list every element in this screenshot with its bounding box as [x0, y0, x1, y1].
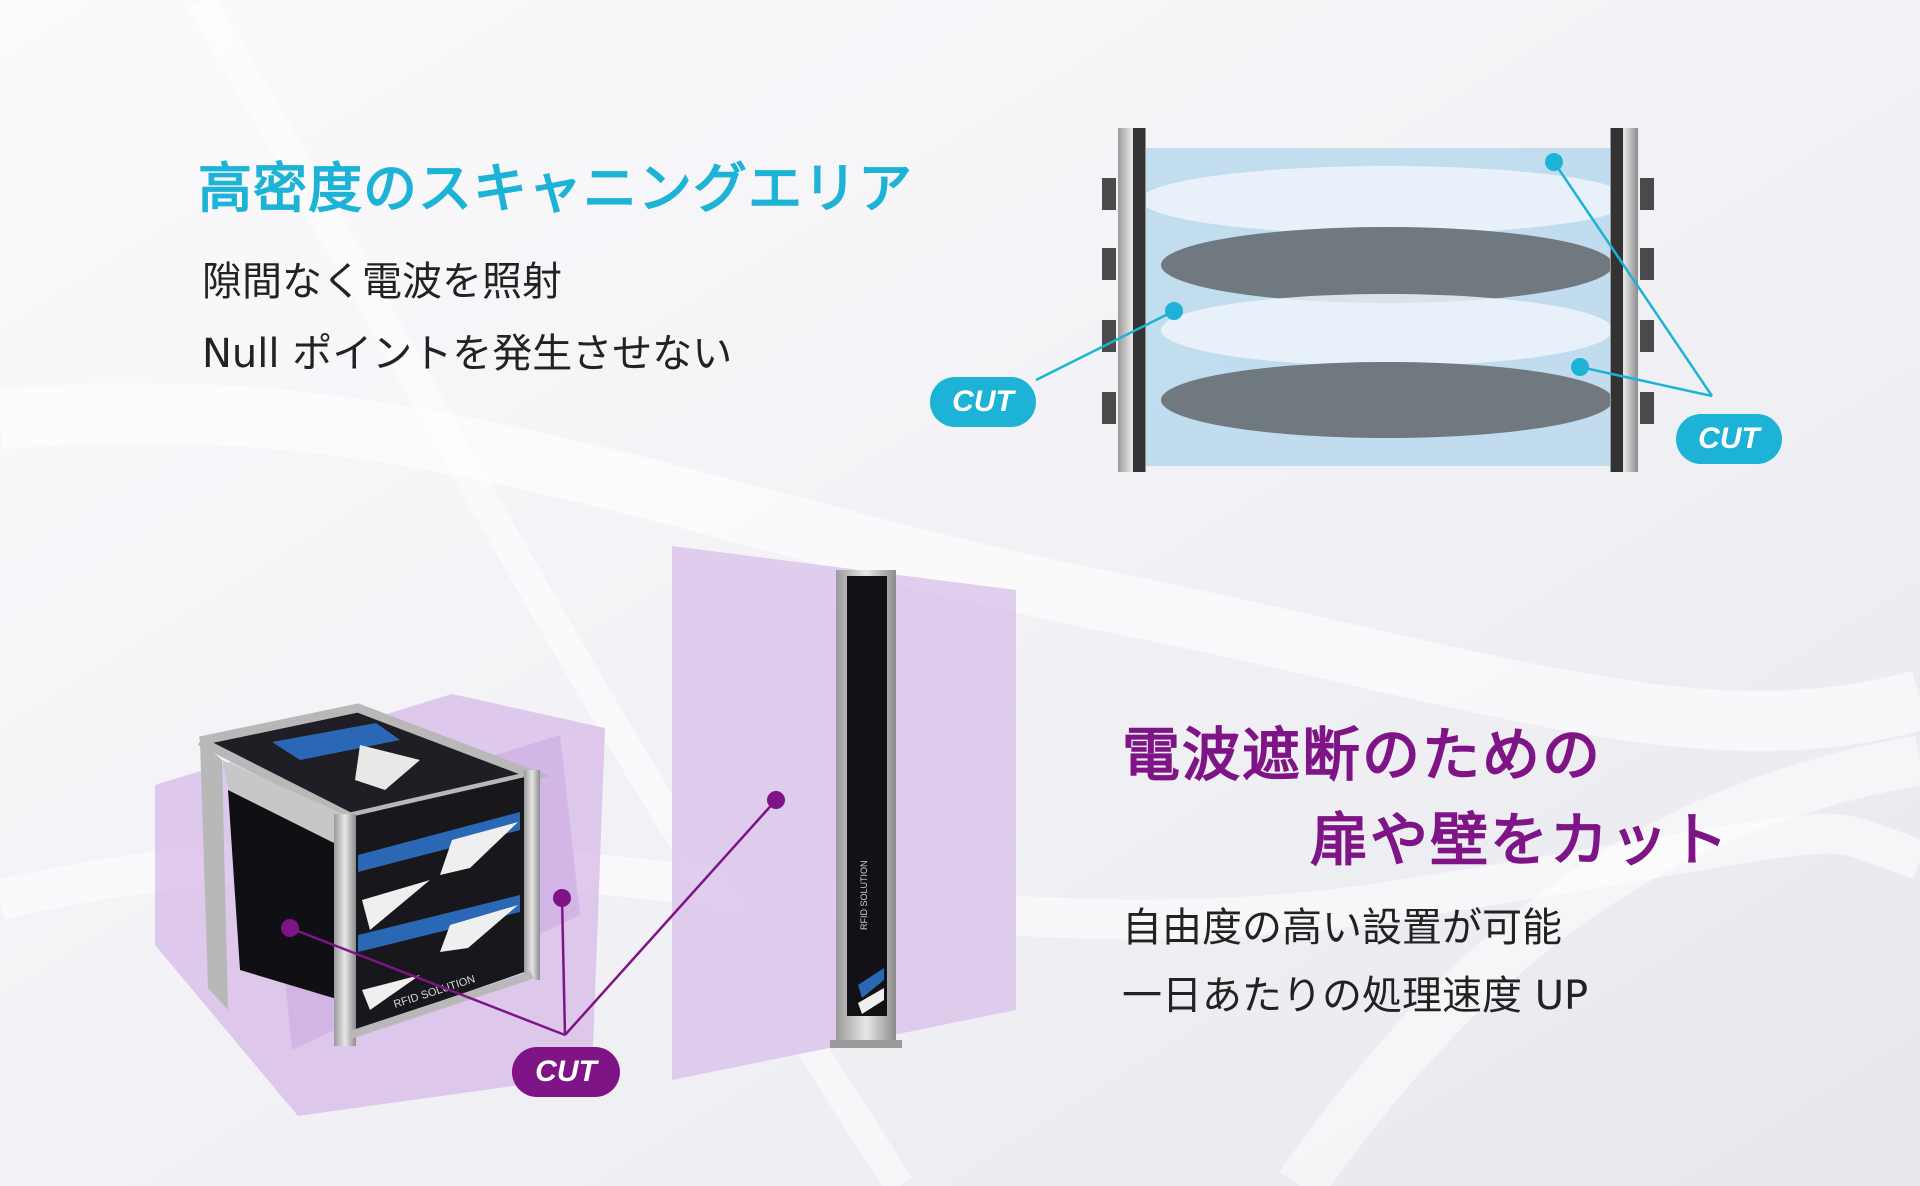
- antenna-field-diagram: [1035, 128, 1714, 472]
- top-line-2: Null ポイントを発生させない: [202, 331, 733, 377]
- bottom-heading-line-2: 扉や壁をカット: [1310, 806, 1731, 874]
- bottom-line-1: 自由度の高い設置が可能: [1122, 905, 1562, 951]
- beam-light-2: [1161, 294, 1613, 366]
- beam-dark-1: [1161, 227, 1613, 303]
- cut-label-bottom: CUT: [512, 1047, 620, 1097]
- bottom-line-2: 一日あたりの処理速度 UP: [1122, 973, 1589, 1019]
- cut-label-left: CUT: [930, 377, 1036, 427]
- gate-antenna-illustration: [672, 546, 1016, 1080]
- cut-leader-lines: [281, 791, 785, 1037]
- top-line-1: 隙間なく電波を照射: [202, 259, 562, 305]
- beam-dark-2: [1161, 362, 1613, 438]
- beam-light-1: [1141, 166, 1633, 234]
- cube-reader-illustration: [155, 694, 605, 1116]
- top-heading: 高密度のスキャニングエリア: [198, 157, 913, 220]
- bottom-heading-line-1: 電波遮断のための: [1122, 721, 1603, 789]
- gate-logo-text: RFID SOLUTION: [859, 860, 869, 930]
- cut-label-right: CUT: [1676, 414, 1782, 464]
